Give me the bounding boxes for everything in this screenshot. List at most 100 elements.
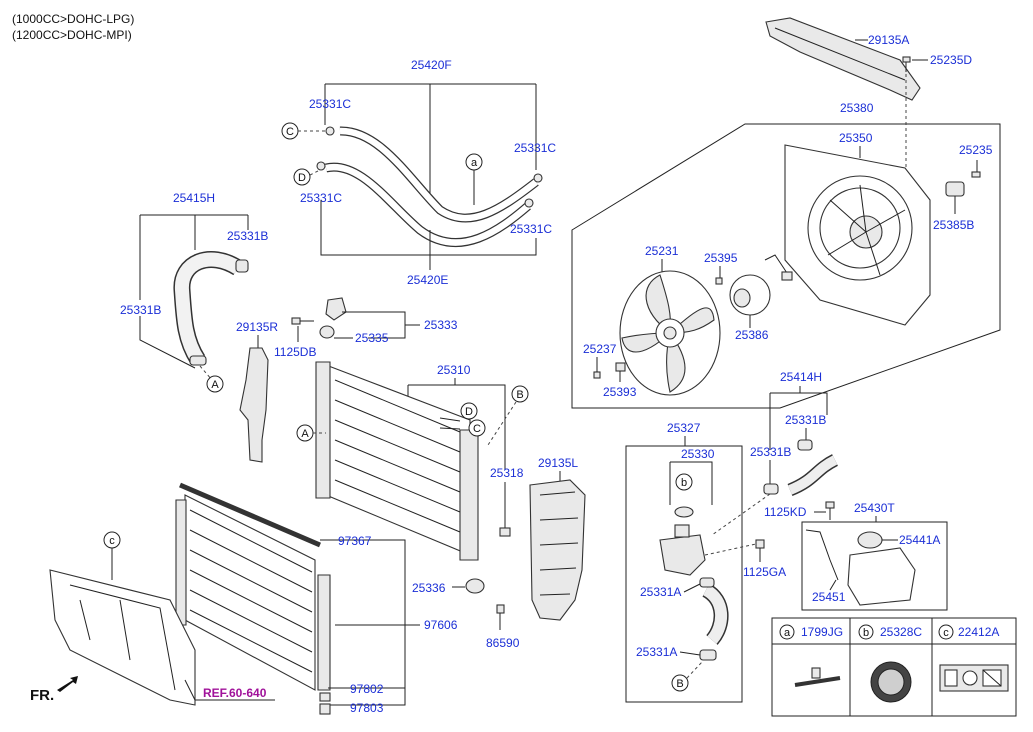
label-25231[interactable]: 25231 [645,244,679,258]
label-25331B-4[interactable]: 25331B [750,445,791,459]
fan-motor-25386 [729,254,793,316]
engine-spec-2: (1200CC>DOHC-MPI) [12,28,132,42]
callout-C-radiator[interactable] [468,419,486,437]
label-25385B[interactable]: 25385B [933,218,974,232]
label-25331C-1[interactable]: 25331C [309,97,351,111]
label-25331B-2[interactable]: 25331B [120,303,161,317]
callout-A-left[interactable] [206,375,224,393]
fan-group-outline [571,123,1001,409]
label-29135R[interactable]: 29135R [236,320,278,334]
callout-a-hose[interactable] [465,153,483,171]
label-25420E[interactable]: 25420E [407,273,448,287]
condenser-97606 [175,494,331,691]
label-25386[interactable]: 25386 [735,328,769,342]
ref-60-640-link[interactable]: REF.60-640 [203,686,267,700]
legend-a-marker [779,624,795,640]
screw-25235 [971,171,981,178]
seal-25328C-icon [870,661,912,703]
label-25415H[interactable]: 25415H [173,191,215,205]
label-25414H[interactable]: 25414H [780,370,822,384]
bolt-1125KD [825,501,835,520]
legend-c-marker-text: c [943,627,949,639]
label-25331A-2[interactable]: 25331A [636,645,677,659]
clamp-25331C-3 [316,161,326,171]
label-25331C-4[interactable]: 25331C [510,222,552,236]
cap-25441A [857,531,883,549]
label-25336[interactable]: 25336 [412,581,446,595]
front-end-carrier [49,569,196,706]
legend-b-marker [858,624,874,640]
legend-part-25328C[interactable]: 25328C [880,625,922,639]
bolt-25235D [902,56,911,72]
label-25331B-1[interactable]: 25331B [227,229,268,243]
legend-b-marker-text: b [863,627,869,639]
label-25331B-3[interactable]: 25331B [785,413,826,427]
label-25441A[interactable]: 25441A [899,533,940,547]
bolt-1125GA [755,539,765,562]
callout-D-radiator[interactable] [460,402,478,420]
label-25330[interactable]: 25330 [681,447,715,461]
label-1125GA[interactable]: 1125GA [743,565,786,579]
bracket-25333 [325,297,347,321]
callout-b-thermostat-text: b [681,477,687,489]
callout-D-top-text: D [298,172,306,184]
callout-B-outlet[interactable] [671,674,689,692]
reservoir-group-box [801,521,948,611]
label-25350[interactable]: 25350 [839,131,873,145]
label-25333[interactable]: 25333 [424,318,458,332]
label-25331A-1[interactable]: 25331A [640,585,681,599]
label-97606[interactable]: 97606 [424,618,458,632]
callout-C-radiator-text: C [473,423,481,435]
seal-strip-29135A [765,17,921,101]
label-25310[interactable]: 25310 [437,363,471,377]
clamp-25331C-2 [533,173,543,183]
engine-spec-1: (1000CC>DOHC-LPG) [12,12,134,26]
label-29135A[interactable]: 29135A [868,33,909,47]
callout-D-top[interactable] [293,168,311,186]
label-25331C-3[interactable]: 25331C [300,191,342,205]
lower-hose [701,583,729,645]
label-25395[interactable]: 25395 [704,251,738,265]
reservoir-25430T [805,529,916,606]
clamp-25331B-2 [189,355,207,366]
clamp-25331B-3 [797,439,813,451]
label-25331C-2[interactable]: 25331C [514,141,556,155]
label-86590[interactable]: 86590 [486,636,520,650]
legend-part-22412A[interactable]: 22412A [958,625,999,639]
label-25327[interactable]: 25327 [667,421,701,435]
oil-hose-lower-25420E [324,162,531,247]
callout-b-thermostat[interactable] [675,473,693,491]
label-97802[interactable]: 97802 [350,682,384,696]
label-25335[interactable]: 25335 [355,331,389,345]
clip-25393 [615,362,626,372]
legend-part-1799JG[interactable]: 1799JG [801,625,843,639]
insulator-25336 [465,578,485,594]
label-25430T[interactable]: 25430T [854,501,895,515]
clamp-25331B-1 [235,259,249,273]
label-97803[interactable]: 97803 [350,701,384,715]
label-25237[interactable]: 25237 [583,342,617,356]
label-25318[interactable]: 25318 [490,466,524,480]
clamp-25331B-4 [763,483,779,495]
resistor-25385B [945,181,965,204]
label-25393[interactable]: 25393 [603,385,637,399]
label-25380[interactable]: 25380 [840,101,874,115]
clamp-25331C-1 [325,126,335,136]
label-97367[interactable]: 97367 [338,534,372,548]
label-25235D[interactable]: 25235D [930,53,972,67]
air-guard-29135L [529,479,586,621]
nut-25395 [715,277,723,285]
legend-a-marker-text: a [784,627,791,639]
label-1125DB[interactable]: 1125DB [274,345,316,359]
callout-D-radiator-text: D [465,406,473,418]
label-25235[interactable]: 25235 [959,143,993,157]
label-25451[interactable]: 25451 [812,590,846,604]
label-25420F[interactable]: 25420F [411,58,452,72]
callout-B-radiator[interactable] [511,385,529,403]
label-1125KD[interactable]: 1125KD [764,505,807,519]
callout-a-hose-text: a [471,157,478,169]
label-29135L[interactable]: 29135L [538,456,578,470]
clamp-25331A-1 [699,577,715,588]
drain-plug-25318 [499,527,511,537]
